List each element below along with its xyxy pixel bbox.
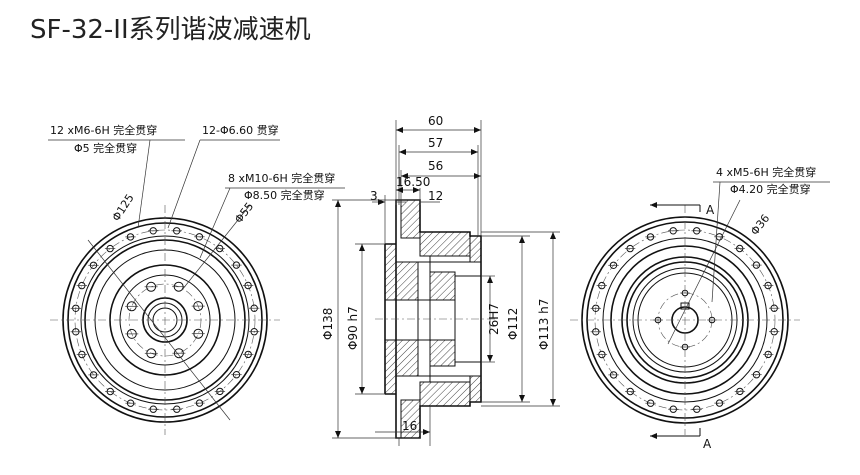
dim-16: 16 xyxy=(402,419,417,433)
left-d55-label: Φ55 xyxy=(232,200,256,226)
dim-3: 3 xyxy=(370,189,378,203)
section-a-top-label: A xyxy=(706,203,715,217)
left-view-inner-holes xyxy=(125,281,205,359)
dim-56: 56 xyxy=(428,159,443,173)
right-thread-4-callout: 4 xM5-6H 完全贯穿 xyxy=(716,165,816,179)
dim-12: 12 xyxy=(428,189,443,203)
dim-57: 57 xyxy=(428,136,443,150)
dim-d138: Φ138 xyxy=(321,308,335,340)
left-thread-8-callout: 8 xM10-6H 完全贯穿 xyxy=(228,171,335,185)
left-thread-12-callout: 12 xM6-6H 完全贯穿 xyxy=(50,123,157,137)
dim-d113h7: Φ113 h7 xyxy=(537,299,551,350)
left-dia5-callout: Φ5 完全贯穿 xyxy=(74,141,137,155)
left-d125-label: Φ125 xyxy=(110,192,137,224)
dim-d112: Φ112 xyxy=(506,308,520,340)
right-dia420-callout: Φ4.20 完全贯穿 xyxy=(730,182,811,196)
left-front-view: 12 xM6-6H 完全贯穿 Φ5 完全贯穿 12-Φ6.60 贯穿 8 xM1… xyxy=(48,123,345,435)
left-holes-12-callout: 12-Φ6.60 贯穿 xyxy=(202,123,279,137)
dim-16-50: 16.50 xyxy=(396,175,430,189)
dim-d90h7: Φ90 h7 xyxy=(346,306,360,350)
section-a-bottom-label: A xyxy=(703,437,712,451)
right-view-outer-holes xyxy=(590,227,780,413)
section-view: 60 57 56 16.50 3 12 16 Φ138 Φ90 h7 26H7 … xyxy=(321,114,560,446)
right-rear-view: A A 4 xM5-6H 完全贯穿 Φ4.20 完全贯穿 Φ36 xyxy=(570,165,830,451)
right-d36-label: Φ36 xyxy=(748,212,772,238)
left-dia850-callout: Φ8.50 完全贯穿 xyxy=(244,188,325,202)
left-view-outer-holes xyxy=(70,227,260,413)
dim-60: 60 xyxy=(428,114,443,128)
dim-26h7: 26H7 xyxy=(487,303,501,335)
page-title: SF-32-II系列谐波减速机 xyxy=(30,15,311,45)
